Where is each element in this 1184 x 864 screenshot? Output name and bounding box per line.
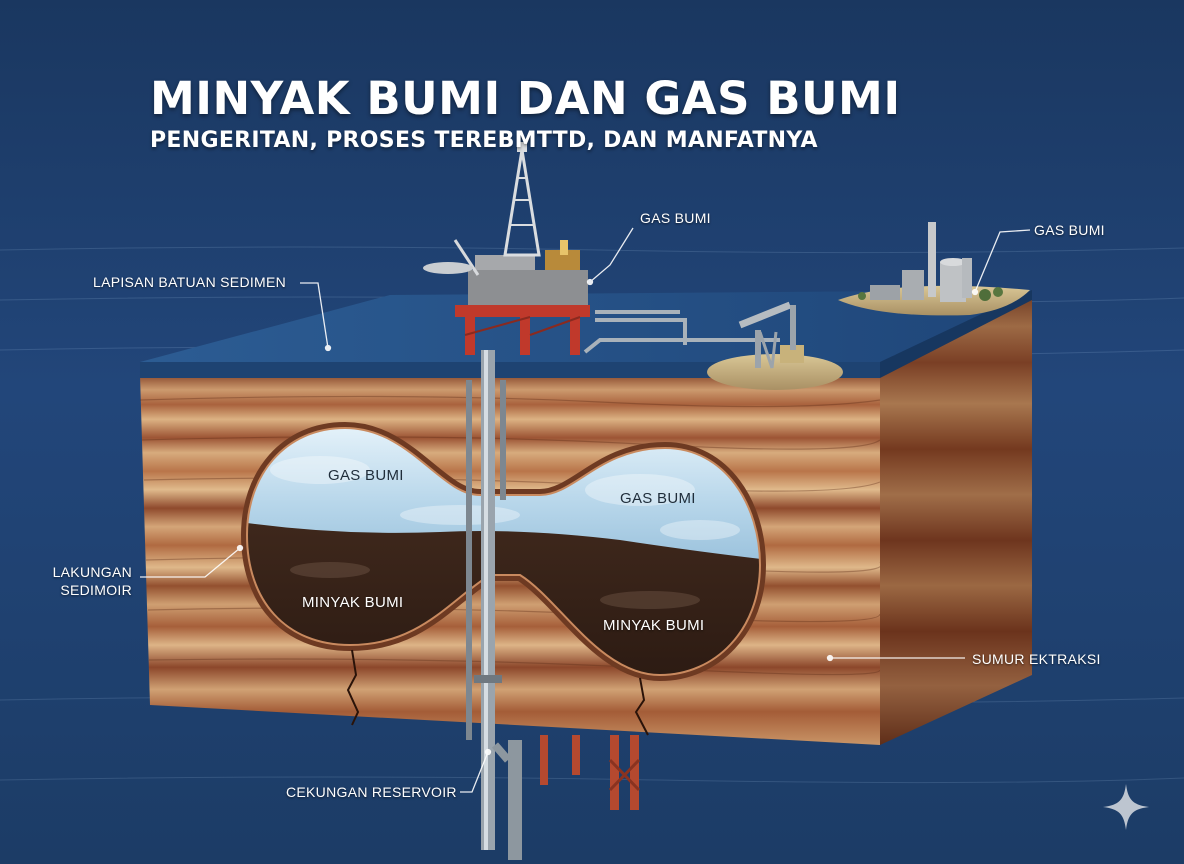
water-edge-front — [140, 362, 880, 378]
extraction-pipes — [466, 350, 522, 860]
leader-lines — [140, 227, 1031, 793]
page-title: MINYAK BUMI DAN GAS BUMI — [150, 72, 901, 125]
label-sediment-layer: LAPISAN BATUAN SEDIMEN — [93, 274, 287, 290]
sparkle-icon — [1103, 784, 1149, 830]
oil-sheen — [290, 562, 700, 609]
refinery-island — [838, 222, 1030, 316]
page-subtitle: PENGERITAN, PROSES TEREBMTTD, DAN MANFAT… — [150, 128, 818, 153]
label-oil-right: MINYAK BUMI — [603, 617, 705, 634]
label-oil-left: MINYAK BUMI — [302, 594, 404, 611]
label-gas-left: GAS BUMI — [328, 467, 404, 484]
sea-pipelines — [583, 310, 780, 354]
side-face-strata — [880, 290, 1032, 745]
offshore-rig — [423, 142, 590, 355]
water-edge-side — [880, 290, 1032, 378]
label-gas-rig: GAS BUMI — [640, 210, 711, 226]
sea-surface — [140, 290, 1032, 362]
label-basin-line2: SEDIMOIR — [60, 582, 132, 598]
rock-fractures — [346, 649, 649, 736]
label-extraction-well: SUMUR EKTRAKSI — [972, 651, 1101, 667]
label-gas-island: GAS BUMI — [1034, 222, 1105, 238]
subsea-legs — [540, 735, 641, 810]
label-basin-line1: LAKUNGAN — [52, 564, 132, 580]
pumpjack-island — [707, 301, 843, 390]
label-reservoir-basin: CEKUNGAN RESERVOIR — [286, 784, 457, 800]
label-gas-right: GAS BUMI — [620, 490, 696, 507]
